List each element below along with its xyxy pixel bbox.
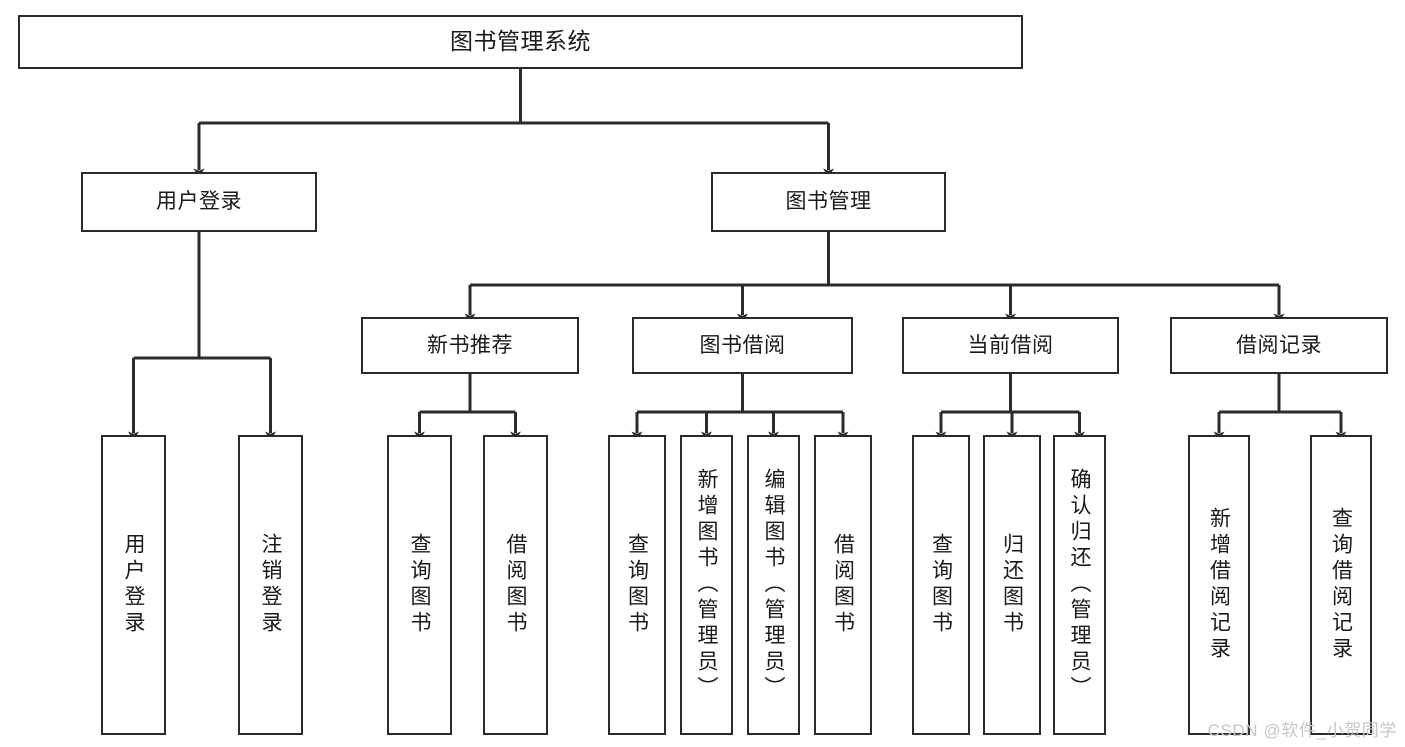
node-leaf-query-book-2[interactable]: 查询图书: [608, 435, 666, 735]
node-label-leaf-confirm-return: 确认归还（管理员）: [1068, 468, 1091, 702]
node-leaf-confirm-return[interactable]: 确认归还（管理员）: [1053, 435, 1106, 735]
node-current-borrow[interactable]: 当前借阅: [902, 317, 1119, 374]
node-leaf-borrow-book-1[interactable]: 借阅图书: [483, 435, 548, 735]
connector-lines: [128, 69, 1347, 441]
node-leaf-edit-book[interactable]: 编辑图书（管理员）: [747, 435, 800, 735]
node-label-root: 图书管理系统: [450, 28, 591, 55]
node-label-leaf-query-book-2: 查询图书: [625, 533, 649, 637]
node-label-leaf-borrow-book-2: 借阅图书: [831, 533, 855, 637]
node-label-leaf-edit-book: 编辑图书（管理员）: [762, 468, 785, 702]
node-root[interactable]: 图书管理系统: [18, 15, 1023, 69]
node-label-leaf-query-record: 查询借阅记录: [1329, 507, 1353, 663]
node-label-leaf-user-login: 用户登录: [122, 533, 145, 637]
node-label-borrow-record: 借阅记录: [1236, 333, 1322, 357]
node-leaf-user-logout[interactable]: 注销登录: [238, 435, 303, 735]
node-leaf-return-book[interactable]: 归还图书: [983, 435, 1041, 735]
node-label-leaf-user-logout: 注销登录: [259, 533, 282, 637]
node-book-borrow[interactable]: 图书借阅: [632, 317, 853, 374]
node-new-book-rec[interactable]: 新书推荐: [361, 317, 579, 374]
node-label-leaf-return-book: 归还图书: [1000, 533, 1024, 637]
node-label-leaf-query-book-3: 查询图书: [929, 533, 953, 637]
node-book-manage[interactable]: 图书管理: [711, 172, 946, 232]
node-leaf-add-book[interactable]: 新增图书（管理员）: [680, 435, 733, 735]
node-label-new-book-rec: 新书推荐: [427, 333, 513, 357]
node-label-book-manage: 图书管理: [785, 190, 872, 214]
node-leaf-add-record[interactable]: 新增借阅记录: [1188, 435, 1250, 735]
node-label-leaf-add-book: 新增图书（管理员）: [695, 468, 718, 702]
node-leaf-query-book-1[interactable]: 查询图书: [387, 435, 452, 735]
node-user-login[interactable]: 用户登录: [81, 172, 317, 232]
node-leaf-user-login[interactable]: 用户登录: [101, 435, 166, 735]
node-label-leaf-add-record: 新增借阅记录: [1207, 507, 1231, 663]
node-leaf-query-book-3[interactable]: 查询图书: [912, 435, 970, 735]
node-borrow-record[interactable]: 借阅记录: [1170, 317, 1388, 374]
node-leaf-borrow-book-2[interactable]: 借阅图书: [814, 435, 872, 735]
watermark-credit: CSDN @软件_小贺同学: [1207, 721, 1397, 740]
node-label-book-borrow: 图书借阅: [699, 333, 786, 357]
node-label-leaf-query-book-1: 查询图书: [408, 533, 431, 637]
node-leaf-query-record[interactable]: 查询借阅记录: [1310, 435, 1372, 735]
node-label-leaf-borrow-book-1: 借阅图书: [504, 533, 527, 637]
node-label-current-borrow: 当前借阅: [967, 333, 1054, 357]
node-label-user-login: 用户登录: [156, 190, 242, 214]
